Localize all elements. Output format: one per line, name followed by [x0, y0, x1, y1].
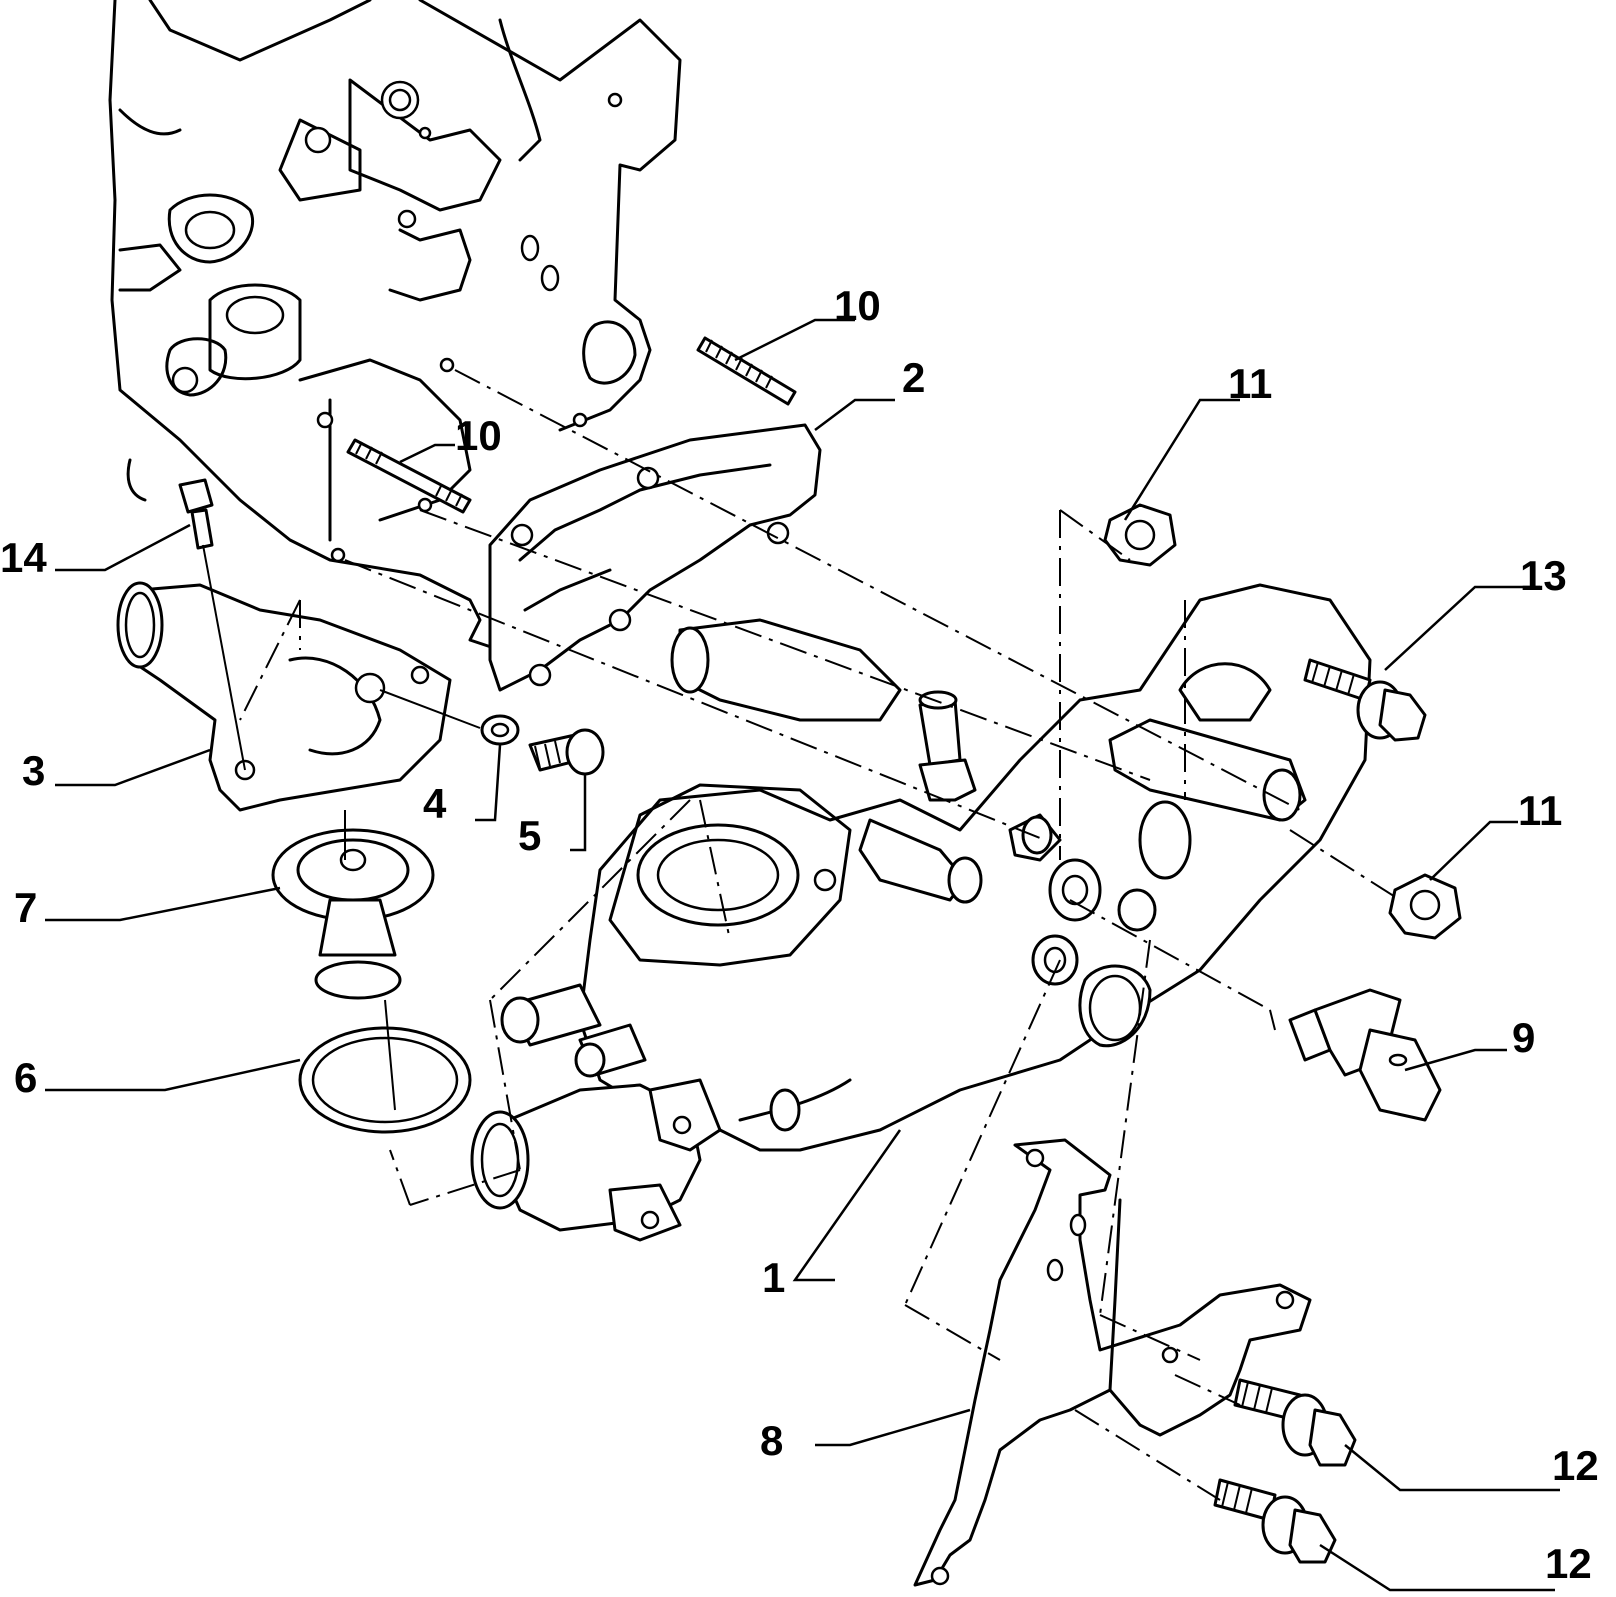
callout-4: 4	[423, 780, 447, 827]
callout-2: 2	[902, 354, 925, 401]
callout-8: 8	[760, 1417, 783, 1464]
callout-1: 1	[762, 1254, 785, 1301]
bolt-13	[1303, 658, 1427, 742]
callout-5: 5	[518, 812, 541, 859]
water-outlet-body	[470, 583, 1372, 1242]
gasket-plate	[488, 423, 822, 692]
stud-upper	[696, 336, 797, 406]
callout-10-upper: 10	[834, 282, 881, 329]
bolt-12-lower	[1213, 1478, 1337, 1564]
callout-10-lower: 10	[455, 412, 502, 459]
alignment-lines	[239, 369, 1401, 1501]
o-ring	[298, 1026, 472, 1134]
thermostat-housing	[116, 581, 452, 812]
callout-leaders	[45, 318, 1560, 1592]
stud-lower	[346, 438, 472, 514]
callout-14: 14	[0, 534, 47, 581]
engine-block	[108, 0, 682, 652]
callout-12-upper: 12	[1552, 1442, 1599, 1489]
washer-4	[480, 714, 520, 746]
bolt-12-upper	[1233, 1378, 1357, 1467]
callout-3: 3	[22, 747, 45, 794]
callout-9: 9	[1512, 1014, 1535, 1061]
thermostat	[271, 810, 435, 1000]
callout-13: 13	[1520, 552, 1567, 599]
bolt-14	[178, 478, 246, 771]
nut-11-lower	[1388, 873, 1462, 940]
bracket	[913, 1138, 1312, 1587]
callout-6: 6	[14, 1054, 37, 1101]
callout-7: 7	[14, 884, 37, 931]
temperature-sensor	[1288, 988, 1442, 1122]
nut-11-upper	[1103, 503, 1177, 567]
callout-12-lower: 12	[1545, 1540, 1592, 1587]
callout-11-lower: 11	[1518, 787, 1562, 834]
callout-11-upper: 11	[1228, 360, 1272, 407]
callout-labels: 1 2 3 4 5 6 7 8 9 10 10 11 11 12 12 13 1…	[0, 282, 1599, 1587]
screw-5	[528, 728, 605, 776]
